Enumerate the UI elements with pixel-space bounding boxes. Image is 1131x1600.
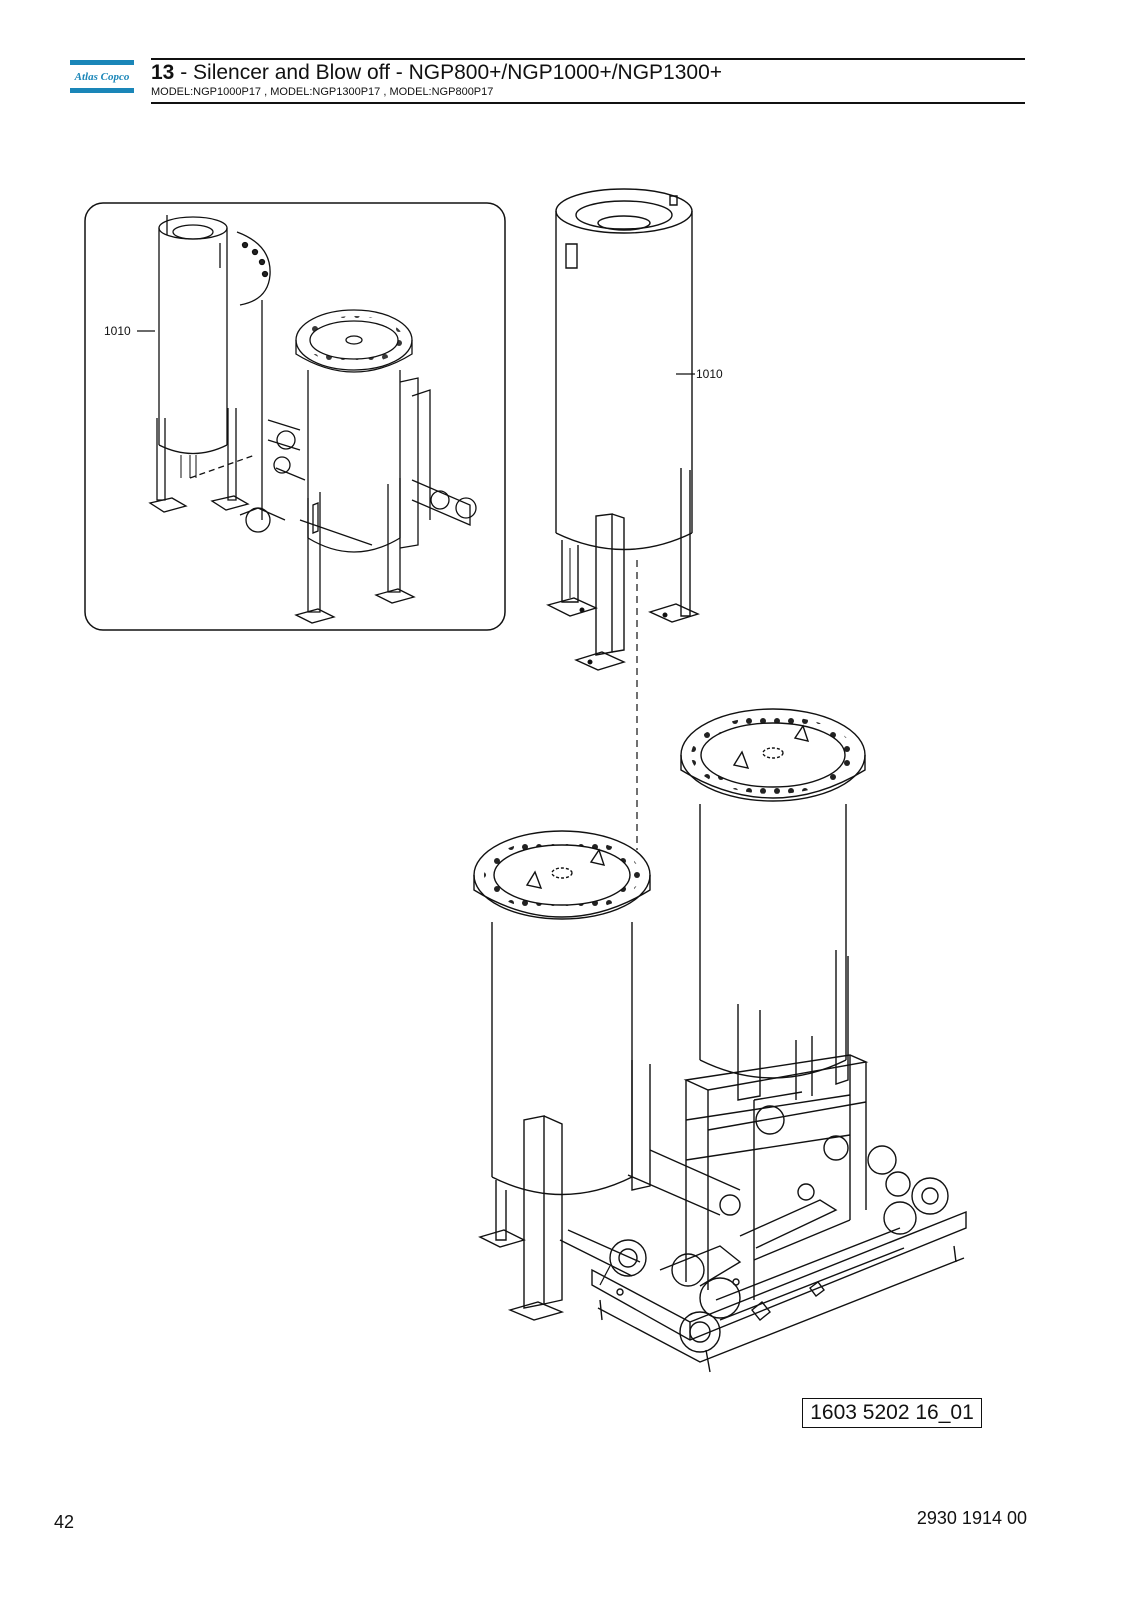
main-callout-label: 1010 — [696, 367, 723, 381]
inset-silencer — [148, 215, 256, 513]
logo-text: Atlas Copco — [74, 71, 130, 83]
inset-frame — [84, 202, 506, 631]
header-top-rule — [151, 58, 1025, 60]
page-number: 42 — [54, 1512, 75, 1532]
logo-top-bar — [70, 60, 134, 65]
atlas-copco-logo: Atlas Copco — [70, 60, 134, 94]
main-silencer — [546, 188, 700, 850]
main-assembly — [473, 708, 967, 1373]
header-bottom-rule — [151, 102, 1025, 104]
inset-rear-vessel — [236, 231, 271, 520]
document-number: 2930 1914 00 — [916, 1508, 1027, 1528]
page-title: 13 - Silencer and Blow off - NGP800+/NGP… — [151, 61, 722, 85]
inset-front-vessel — [239, 309, 477, 624]
model-list: MODEL:NGP1000P17 , MODEL:NGP1300P17 , MO… — [151, 86, 494, 98]
inset-view — [84, 202, 506, 631]
logo-bottom-bar — [70, 88, 134, 93]
left-vessel — [473, 830, 651, 1196]
section-title: - Silencer and Blow off - NGP800+/NGP100… — [174, 61, 723, 84]
section-number: 13 — [151, 61, 175, 84]
figure-reference: 1603 5202 16_01 — [802, 1398, 982, 1428]
inset-callout-label: 1010 — [104, 324, 131, 338]
right-vessel — [680, 708, 866, 1079]
